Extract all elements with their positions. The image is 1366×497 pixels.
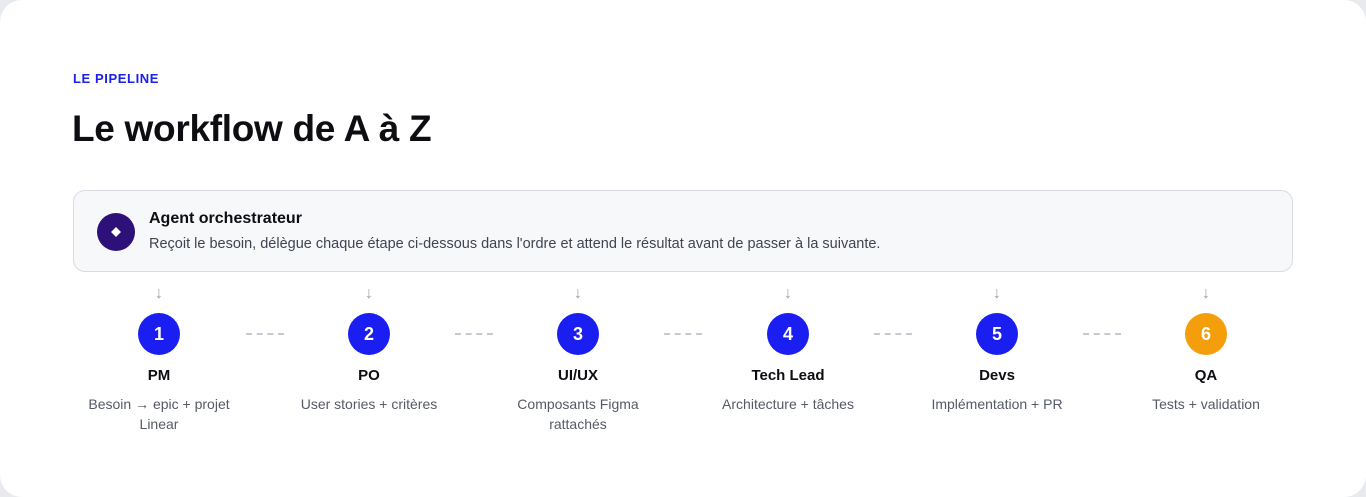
step-label: Devs bbox=[979, 367, 1015, 384]
step-number-badge: 4 bbox=[767, 313, 809, 355]
step-description: Composants Figma rattachés bbox=[517, 396, 639, 432]
step-label: UI/UX bbox=[557, 367, 598, 384]
step-number-badge: 2 bbox=[348, 313, 390, 355]
orchestrator-avatar bbox=[97, 213, 135, 251]
step-description: User stories + critères bbox=[300, 396, 438, 412]
step-connector bbox=[1083, 333, 1121, 335]
step-description: Besoin → epic + projet Linear bbox=[88, 396, 230, 432]
down-arrow-icon: ↓ bbox=[365, 285, 373, 302]
orchestrator-description: Reçoit le besoin, délègue chaque étape c… bbox=[149, 236, 881, 252]
step-connector bbox=[874, 333, 912, 335]
orchestrator-panel: Agent orchestrateur Reçoit le besoin, dé… bbox=[73, 190, 1293, 272]
step-description: Architecture + tâches bbox=[722, 396, 854, 412]
orchestrator-title: Agent orchestrateur bbox=[149, 210, 302, 227]
down-arrow-icon: ↓ bbox=[993, 285, 1001, 302]
step-number-badge: 3 bbox=[557, 313, 599, 355]
step-description: Tests + validation bbox=[1152, 396, 1260, 412]
step-connector bbox=[664, 333, 702, 335]
section-eyebrow: LE PIPELINE bbox=[73, 71, 160, 86]
step-connector bbox=[246, 333, 284, 335]
step-number-badge: 6 bbox=[1185, 313, 1227, 355]
page-title: Le workflow de A à Z bbox=[72, 108, 432, 149]
down-arrow-icon: ↓ bbox=[1202, 285, 1210, 302]
down-arrow-icon: ↓ bbox=[784, 285, 792, 302]
down-arrow-icon: ↓ bbox=[155, 285, 163, 302]
step-number-badge: 5 bbox=[976, 313, 1018, 355]
step-label: Tech Lead bbox=[751, 367, 825, 384]
step-label: PM bbox=[147, 367, 171, 384]
down-arrow-icon: ↓ bbox=[574, 285, 582, 302]
pipeline-steps: ↓ 1 PM Besoin → epic + projet Linear ↓ 2… bbox=[0, 280, 1366, 460]
diamond-icon bbox=[111, 227, 121, 237]
step-label: PO bbox=[358, 367, 380, 384]
step-label: QA bbox=[1194, 367, 1218, 384]
step-description: Implémentation + PR bbox=[931, 396, 1063, 412]
step-number-badge: 1 bbox=[138, 313, 180, 355]
step-connector bbox=[455, 333, 493, 335]
